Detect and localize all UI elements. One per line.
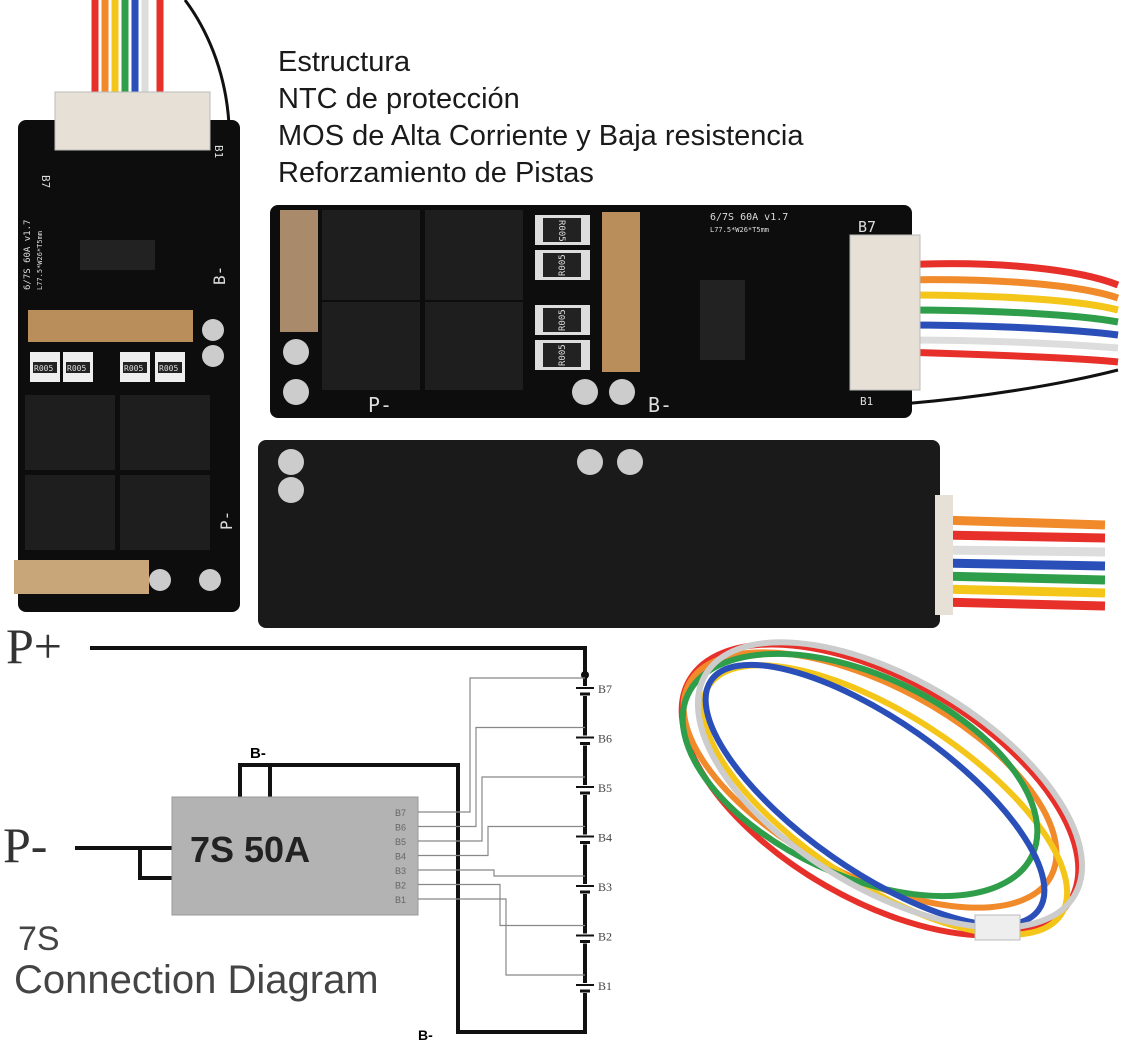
b-minus-bottom-label: B- (418, 1027, 433, 1043)
dims-label: L77.5*W26*T5mm (710, 226, 769, 234)
pin-label: B3 (395, 866, 406, 876)
cell-label: B7 (598, 682, 612, 696)
cell-label: B5 (598, 781, 612, 795)
feature-item: Reforzamiento de Pistas (278, 157, 594, 189)
sense-wire (418, 776, 585, 842)
resistor-label: R005 (558, 344, 568, 366)
battery-cell (575, 983, 595, 993)
resistor-label: R005 (34, 364, 53, 373)
cell-label: B1 (598, 979, 612, 993)
resistor-label: R005 (124, 364, 143, 373)
p-plus-label: P+ (6, 618, 62, 674)
b7-label: B7 (39, 175, 52, 188)
b1-label: B1 (212, 145, 225, 158)
diagram-title-7s: 7S (18, 920, 60, 958)
p-minus-label: P- (3, 817, 47, 873)
sense-wire (418, 898, 585, 976)
feature-list: Estructura NTC de protección MOS de Alta… (278, 44, 803, 192)
feature-item: Estructura (278, 46, 411, 78)
battery-cell (575, 735, 595, 746)
b-minus-label: B- (210, 266, 229, 285)
cell-label: B2 (598, 930, 612, 944)
feature-item: MOS de Alta Corriente y Baja resistencia (278, 120, 804, 152)
bottom-board (258, 440, 1106, 628)
dims-label: L77.5*W26*T5mm (36, 231, 44, 290)
left-board: R005 R005 R005 R005 B- P- B7 B1 6/7S 60A… (14, 91, 240, 612)
battery-cell (575, 834, 595, 845)
model-label: 6/7S 60A v1.7 (710, 212, 788, 223)
top-board: R005 R005 R005 R005 P- B- B7 B1 6/7S 60A… (270, 205, 1120, 418)
resistor-label: R005 (67, 364, 86, 373)
p-minus-label: P- (368, 393, 392, 417)
left-board-wires (91, 0, 231, 251)
resistor-label: R005 (159, 364, 178, 373)
wire-bundle (678, 639, 1086, 941)
cell-label: B4 (598, 831, 612, 845)
sense-wire (418, 726, 585, 828)
resistor-label: R005 (558, 309, 568, 331)
feature-item: NTC de protección (278, 83, 520, 115)
cell-label: B3 (598, 880, 612, 894)
battery-cell (575, 933, 595, 944)
pin-label: B2 (395, 881, 406, 891)
pin-label: B7 (395, 808, 406, 818)
battery-cell (575, 686, 595, 696)
b-minus-label: B- (648, 393, 672, 417)
sense-wire (418, 825, 585, 857)
p-minus-label: P- (217, 511, 236, 530)
pin-label: B4 (395, 852, 406, 862)
battery-cell (575, 785, 595, 795)
pin-label: B1 (395, 895, 406, 905)
sense-wire (418, 677, 585, 813)
resistor-label: R005 (556, 220, 566, 242)
b-minus-top-label: B- (250, 745, 266, 762)
model-label: 6/7S 60A v1.7 (23, 220, 33, 290)
diagram-title: Connection Diagram (14, 958, 379, 1002)
pin-label: B5 (395, 837, 406, 847)
chip-label: 7S 50A (190, 829, 310, 870)
b1-label: B1 (860, 395, 873, 408)
resistor-label: R005 (558, 254, 568, 276)
b7-label: B7 (858, 218, 876, 236)
cell-label: B6 (598, 732, 612, 746)
sense-wire (418, 869, 585, 877)
sense-wire (418, 883, 585, 927)
battery-cell (575, 884, 595, 894)
pin-label: B6 (395, 823, 406, 833)
